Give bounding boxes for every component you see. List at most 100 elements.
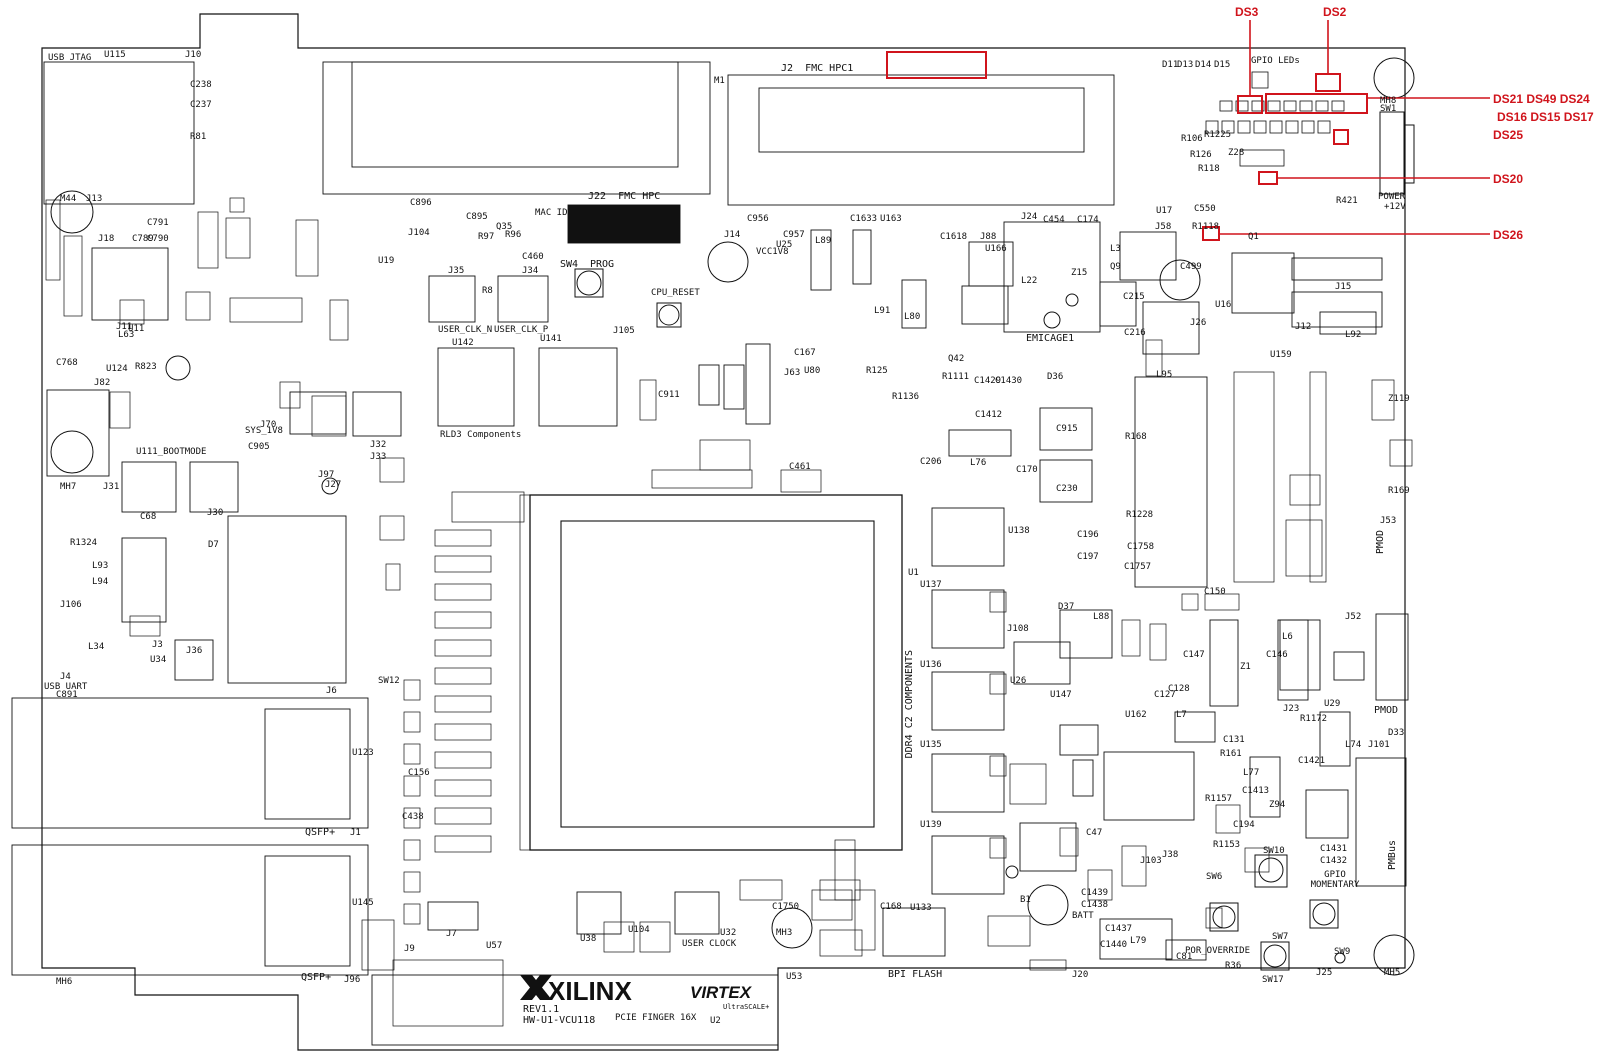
designator-c196: C196 <box>1077 530 1099 540</box>
designator-l76: L76 <box>970 458 987 468</box>
designator-j58: J58 <box>1155 222 1172 232</box>
designator-j36: J36 <box>186 646 203 656</box>
designator-c957: C957 <box>783 230 805 240</box>
vcc1v8-label: VCC1V8 <box>756 247 789 257</box>
designator-u16: U16 <box>1215 300 1232 310</box>
designator-j38: J38 <box>1162 850 1179 860</box>
hw-label: HW-U1-VCU118 <box>523 1015 596 1026</box>
designator-r161: R161 <box>1220 749 1242 759</box>
designator-l88: L88 <box>1093 612 1110 622</box>
sw4-prog-button <box>576 270 602 296</box>
designator-d7: D7 <box>208 540 219 550</box>
designator-l89: L89 <box>815 236 832 246</box>
designator-u138: U138 <box>1008 526 1030 536</box>
mounting-hole-mh5 <box>1373 934 1415 976</box>
designator-u147: U147 <box>1050 690 1072 700</box>
designator-r125: R125 <box>866 366 888 376</box>
designator-j11: J11 <box>116 322 133 332</box>
designator-j15: J15 <box>1335 282 1352 292</box>
designator-c1438: C1438 <box>1081 900 1109 910</box>
callout-box-ds2 <box>1315 73 1341 92</box>
usb-jtag-label: USB JTAG <box>48 53 92 63</box>
j6-outline <box>227 515 347 684</box>
bootmode-label: U111_BOOTMODE <box>136 447 207 457</box>
designator-l74: L74 <box>1345 740 1362 750</box>
designator-j31: J31 <box>103 482 120 492</box>
designator-u80: U80 <box>804 366 821 376</box>
designator-c68: C68 <box>140 512 157 522</box>
pcie-finger-outline <box>371 974 779 1046</box>
battery-b1 <box>1027 884 1069 926</box>
designator-z94: Z94 <box>1269 800 1286 810</box>
designator-u145: U145 <box>352 898 374 908</box>
designator-c206: C206 <box>920 457 942 467</box>
designator-c230: C230 <box>1056 484 1078 494</box>
designator-z119: Z119 <box>1388 394 1410 404</box>
designator-r1118: R1118 <box>1192 222 1220 232</box>
designator-c216: C216 <box>1124 328 1146 338</box>
designator-r1111: R1111 <box>942 372 970 382</box>
designator-l93: L93 <box>92 561 109 571</box>
designator-c896: C896 <box>410 198 432 208</box>
designator-mh3: MH3 <box>776 928 793 938</box>
designator-c499: C499 <box>1180 262 1202 272</box>
designator-u104: U104 <box>628 925 650 935</box>
designator-r1225: R1225 <box>1204 130 1232 140</box>
designator-sw12: SW12 <box>378 676 400 686</box>
designator-j18: J18 <box>98 234 115 244</box>
designator-c237: C237 <box>190 100 212 110</box>
designator-r118: R118 <box>1198 164 1220 174</box>
designator-c1758: C1758 <box>1127 542 1155 552</box>
designator-j3: J3 <box>152 640 163 650</box>
designator-d14: D14 <box>1195 60 1212 70</box>
designator-q35: Q35 <box>496 222 513 232</box>
sys-1v8-label: SYS_1V8 <box>245 426 283 436</box>
u2-label: U2 <box>710 1016 721 1026</box>
designator-j35: J35 <box>448 266 465 276</box>
designator-r1153: R1153 <box>1213 840 1241 850</box>
designator-sw9: SW9 <box>1334 947 1351 957</box>
designator-c1413: C1413 <box>1242 786 1270 796</box>
designator-q1: Q1 <box>1248 232 1259 242</box>
designator-l34: L34 <box>88 642 105 652</box>
designator-l79: L79 <box>1130 936 1147 946</box>
mounting-hole-mh3 <box>771 907 813 949</box>
designator-j63: J63 <box>784 368 801 378</box>
designator-r1172: R1172 <box>1300 714 1328 724</box>
designator-sw1: SW1 <box>1380 104 1397 114</box>
designator-c791: C791 <box>147 218 169 228</box>
callout-box-ds20 <box>1258 171 1278 185</box>
pcie-finger-label: PCIE FINGER 16X <box>615 1013 697 1023</box>
designator-b1: B1 <box>1020 895 1031 905</box>
designator-j13: J13 <box>86 194 103 204</box>
mounting-hole-mh7 <box>50 430 94 474</box>
designator-c1618: C1618 <box>940 232 968 242</box>
designator-z28: Z28 <box>1228 148 1245 158</box>
bpi-flash-label: BPI FLASH <box>888 969 943 980</box>
designator-c150: C150 <box>1204 587 1226 597</box>
callout-leaders <box>1219 20 1490 235</box>
designator-c146: C146 <box>1266 650 1288 660</box>
callout-ds20: DS20 <box>1493 172 1524 186</box>
qsfp2-label: QSFP+ <box>301 972 332 983</box>
designator-q9: Q9 <box>1110 262 1121 272</box>
por-override-label: POR_OVERRIDE <box>1185 946 1251 956</box>
designator-c168: C168 <box>880 902 902 912</box>
designator-c238: C238 <box>190 80 212 90</box>
user-clk-p-label: USER_CLK_P <box>494 325 549 335</box>
mac-id-label: MAC ID <box>535 208 568 218</box>
callout-boxes <box>886 51 1368 241</box>
designator-j82: J82 <box>94 378 111 388</box>
designator-c789: C789 <box>132 234 154 244</box>
emicage-label: EMICAGE1 <box>1026 333 1075 344</box>
designator-m44: M44 <box>60 194 77 204</box>
holes-and-switches <box>50 57 1415 976</box>
designator-r1157: R1157 <box>1205 794 1233 804</box>
designator-c1633: C1633 <box>850 214 878 224</box>
designator-j7: J7 <box>446 929 457 939</box>
designator-j97: J97 <box>318 470 335 480</box>
designator-j10: J10 <box>185 50 202 60</box>
designator-u17: U17 <box>1156 206 1173 216</box>
designator-r421: R421 <box>1336 196 1358 206</box>
